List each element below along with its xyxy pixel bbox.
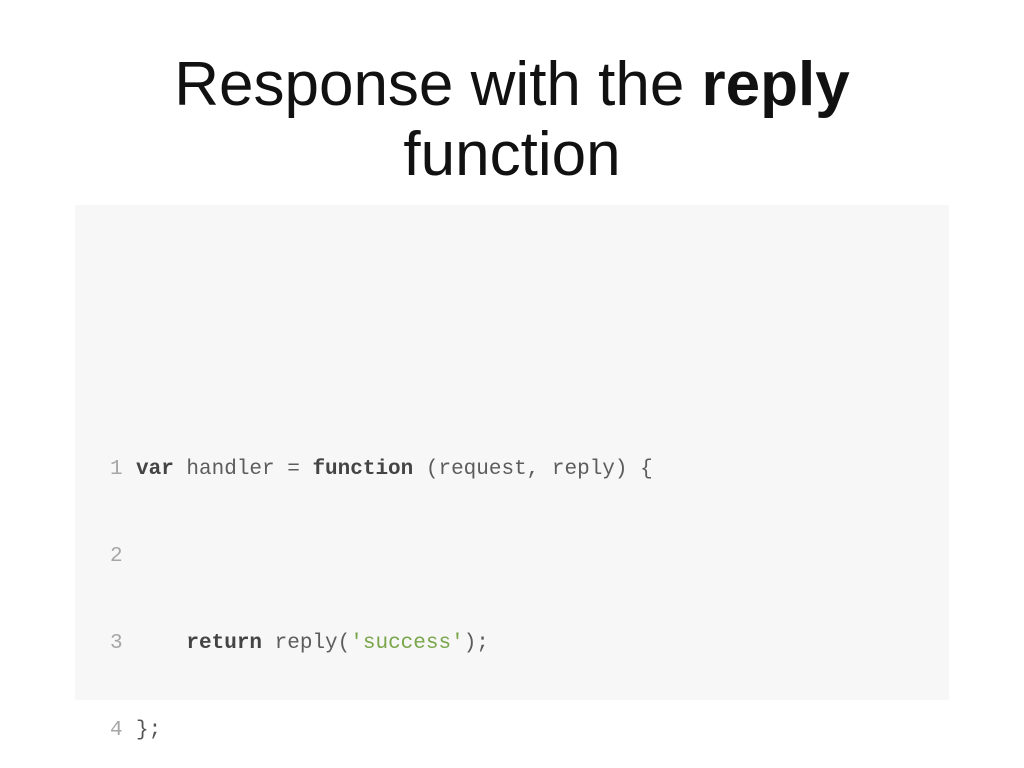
string-literal: 'success' [350, 632, 464, 655]
line-number: 3 [110, 632, 123, 655]
line-number: 2 [110, 545, 123, 568]
title-text-line-2: function [403, 120, 621, 189]
code-text: reply( [262, 632, 351, 655]
code-listing: 1 var handler = function (request, reply)… [110, 397, 653, 768]
slide-title: Response with the reply function [0, 50, 1024, 190]
code-text: }; [136, 719, 162, 742]
code-line-4: 4}; [110, 716, 653, 745]
code-block: 1 var handler = function (request, reply)… [75, 205, 949, 742]
code-line-2: 2 [110, 542, 653, 571]
line-number: 4 [110, 719, 123, 742]
keyword-var: var [136, 458, 174, 481]
title-text: Response with the [174, 50, 702, 119]
code-indent [136, 632, 186, 655]
code-text: (request, reply) { [413, 458, 653, 481]
code-text: ); [463, 632, 489, 655]
code-line-3: 3 return reply('success'); [110, 629, 653, 658]
line-number: 1 [110, 458, 123, 481]
code-text: handler = [173, 458, 313, 481]
keyword-function: function [312, 458, 414, 481]
code-line-1: 1 var handler = function (request, reply)… [110, 455, 653, 484]
title-emphasis: reply [701, 50, 850, 119]
keyword-return: return [186, 632, 263, 655]
